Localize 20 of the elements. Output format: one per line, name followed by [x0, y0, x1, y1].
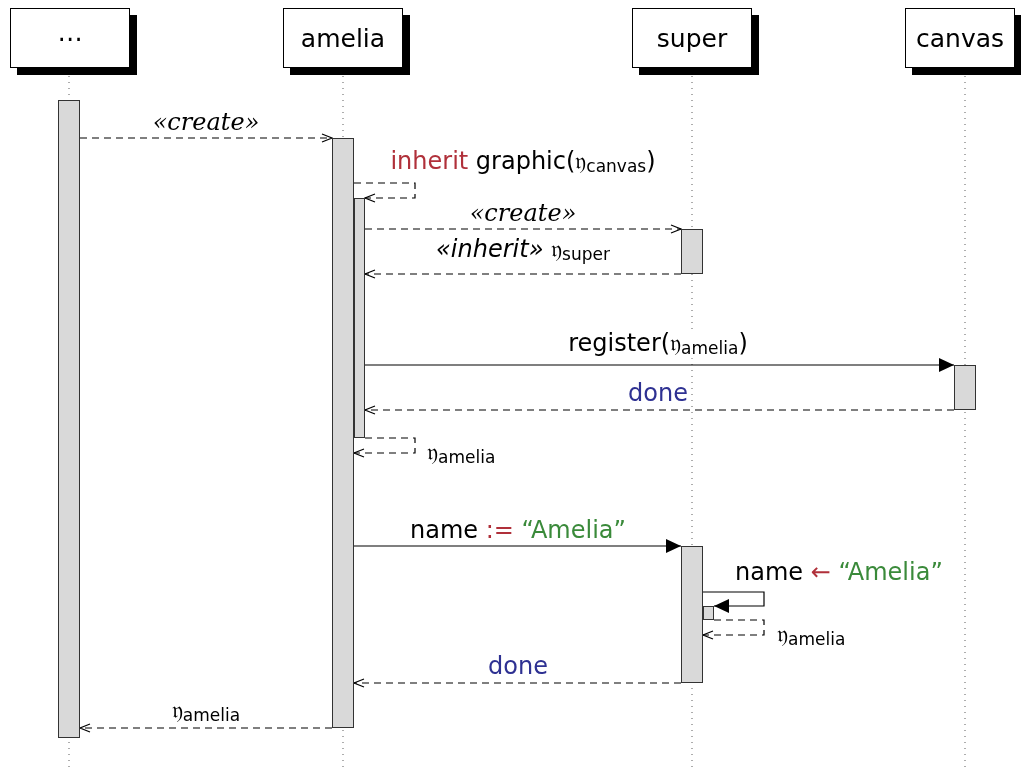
activation-bar — [332, 138, 354, 728]
return-arrow — [364, 269, 682, 279]
return-arrow — [353, 182, 416, 203]
message-arrow — [364, 358, 955, 372]
edge-label: «inherit» 𝔶$_{super}$ — [434, 236, 612, 264]
return-arrow — [79, 723, 333, 733]
return-arrow — [364, 224, 682, 234]
return-arrow — [702, 619, 765, 640]
activation-bar — [681, 229, 703, 274]
return-arrow — [79, 133, 333, 143]
message-arrow — [353, 539, 682, 553]
activation-bar — [703, 606, 714, 620]
message-arrow — [702, 591, 765, 613]
return-arrow — [353, 678, 682, 688]
activation-bar — [954, 365, 976, 410]
return-arrow — [353, 437, 416, 458]
activation-bar — [58, 100, 80, 738]
activation-bar — [354, 198, 365, 438]
activation-bar — [681, 546, 703, 683]
return-arrow — [364, 405, 955, 415]
